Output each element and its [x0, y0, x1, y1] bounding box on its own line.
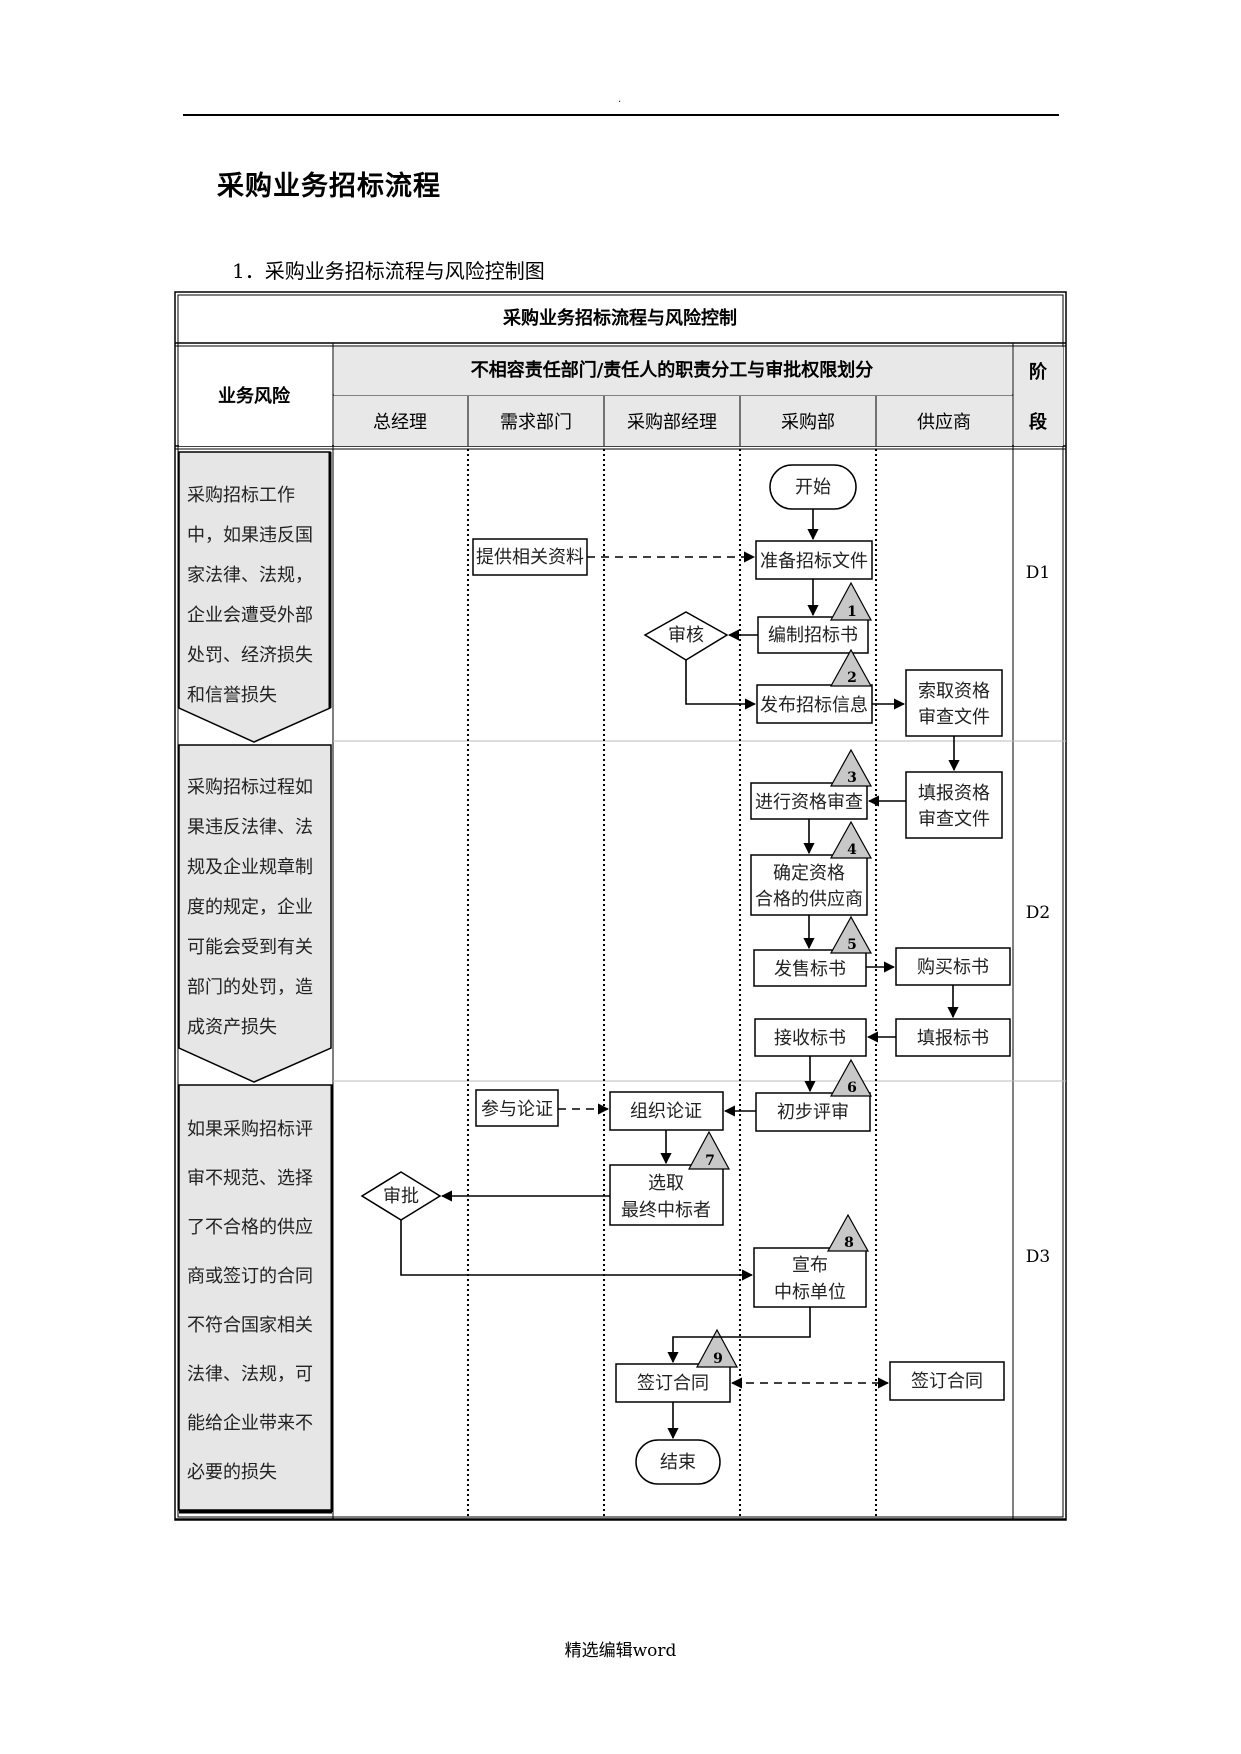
provide-materials-label: 提供相关资料: [476, 547, 584, 568]
control-point-2: [829, 648, 873, 687]
swimlane-dividers: [467, 449, 877, 1519]
control-point-3: [829, 748, 873, 787]
risk-text-d2: 采购招标过程如果违反法律、法规及企业规章制度的规定，企业可能会受到有关部门的处罚…: [187, 777, 313, 1038]
provide-materials-box: [472, 538, 588, 576]
publish-info-label: 发布招标信息: [760, 695, 868, 716]
risk-header-bg: [179, 347, 332, 446]
control-point-7: [687, 1130, 731, 1170]
join-demo-box: [475, 1089, 559, 1127]
confirm-suppliers-label-1: 确定资格: [773, 863, 845, 884]
connectors: [400, 509, 960, 1440]
stage-code-d2: D2: [1026, 903, 1050, 923]
receive-bid-label: 接收标书: [774, 1028, 846, 1049]
control-point-8: [826, 1213, 870, 1252]
column-general-manager: 总经理: [373, 412, 427, 433]
stage-code-d1: D1: [1026, 563, 1050, 583]
end-label: 结束: [660, 1452, 696, 1473]
prepare-docs-box: [755, 540, 873, 580]
review-label: 审核: [668, 625, 704, 646]
fill-docs-box: [905, 771, 1003, 839]
fill-docs-label-2: 审查文件: [918, 809, 990, 830]
sign-contract-buyer-box: [615, 1363, 731, 1403]
request-docs-box: [905, 669, 1003, 737]
risk-shapes: [178, 451, 333, 1511]
sell-bid-label: 发售标书: [774, 959, 846, 980]
control-point-6: [829, 1058, 873, 1097]
announce-winner-box: [753, 1247, 867, 1308]
control-point-5: [829, 915, 873, 954]
risk-text-d1: 采购招标工作中，如果违反国家法律、法规，企业会遭受外部处罚、经济损失和信誉损失: [187, 485, 313, 706]
control-point-label-3: 3: [847, 770, 857, 786]
columns-header-bg: [334, 396, 1012, 446]
header-mark: .: [618, 94, 622, 105]
sign-contract-buyer-label: 签订合同: [637, 1373, 709, 1394]
buy-bid-box: [895, 947, 1011, 986]
announce-winner-label-2: 中标单位: [774, 1282, 846, 1303]
sign-contract-supplier-box: [889, 1361, 1005, 1401]
risk-header: 业务风险: [218, 385, 291, 407]
confirm-suppliers-box: [750, 854, 868, 916]
column-demand-dept: 需求部门: [500, 412, 572, 433]
fill-docs-label-1: 填报资格: [918, 783, 990, 804]
control-point-label-4: 4: [847, 842, 857, 858]
select-winner-label-2: 最终中标者: [621, 1200, 711, 1221]
end-terminal: [635, 1439, 721, 1485]
initial-eval-box: [755, 1092, 871, 1132]
control-point-label-8: 8: [844, 1235, 854, 1251]
sign-contract-supplier-label: 签订合同: [911, 1371, 983, 1392]
join-demo-label: 参与论证: [481, 1099, 553, 1120]
stage-header-1: 阶: [1029, 361, 1048, 383]
control-points: [687, 581, 873, 1368]
select-winner-box: [609, 1164, 724, 1226]
control-point-4: [829, 820, 873, 859]
confirm-suppliers-label-2: 合格的供应商: [755, 889, 863, 910]
control-point-9: [695, 1328, 739, 1368]
control-point-1: [829, 581, 873, 621]
stage-header-bg: [1014, 347, 1063, 446]
control-point-label-1: 1: [847, 604, 857, 620]
stage-code-d3: D3: [1026, 1247, 1050, 1267]
control-point-label-2: 2: [847, 670, 857, 686]
start-label: 开始: [795, 477, 831, 498]
stage-header-2: 段: [1029, 411, 1048, 433]
control-point-label-5: 5: [847, 937, 857, 953]
initial-eval-label: 初步评审: [777, 1102, 849, 1123]
sell-bid-box: [753, 949, 867, 987]
control-point-label-9: 9: [713, 1351, 723, 1367]
prepare-docs-label: 准备招标文件: [760, 551, 868, 572]
compile-bid-label: 编制招标书: [768, 625, 858, 646]
duty-header-bg: [334, 347, 1012, 395]
request-docs-label-2: 审查文件: [918, 707, 990, 728]
approve-label: 审批: [383, 1186, 419, 1207]
control-point-label-7: 7: [705, 1153, 715, 1169]
select-winner-label-1: 选取: [648, 1173, 684, 1194]
column-purchasing-dept: 采购部: [781, 412, 835, 433]
duty-header: 不相容责任部门/责任人的职责分工与审批权限划分: [471, 359, 874, 381]
organize-demo-label: 组织论证: [630, 1101, 702, 1122]
organize-demo-box: [609, 1091, 724, 1131]
request-docs-label-1: 索取资格: [918, 681, 990, 702]
qualification-review-box: [750, 782, 868, 820]
section-heading: 1．采购业务招标流程与风险控制图: [232, 259, 545, 283]
document-title: 采购业务招标流程: [217, 171, 441, 202]
header-rule: [183, 114, 1059, 116]
page-footer: 精选编辑word: [564, 1641, 677, 1661]
control-point-label-6: 6: [847, 1080, 857, 1096]
table-title: 采购业务招标流程与风险控制: [502, 307, 737, 329]
column-purchasing-manager: 采购部经理: [627, 412, 717, 433]
qualification-review-label: 进行资格审查: [755, 792, 863, 813]
column-supplier: 供应商: [917, 412, 971, 433]
risk-text-d3: 如果采购招标评审不规范、选择了不合格的供应商或签订的合同不符合国家相关法律、法规…: [187, 1119, 313, 1483]
publish-info-box: [756, 684, 873, 724]
announce-winner-label-1: 宣布: [792, 1255, 828, 1276]
submit-bid-box: [895, 1018, 1011, 1057]
submit-bid-label: 填报标书: [917, 1028, 989, 1049]
buy-bid-label: 购买标书: [917, 957, 989, 978]
